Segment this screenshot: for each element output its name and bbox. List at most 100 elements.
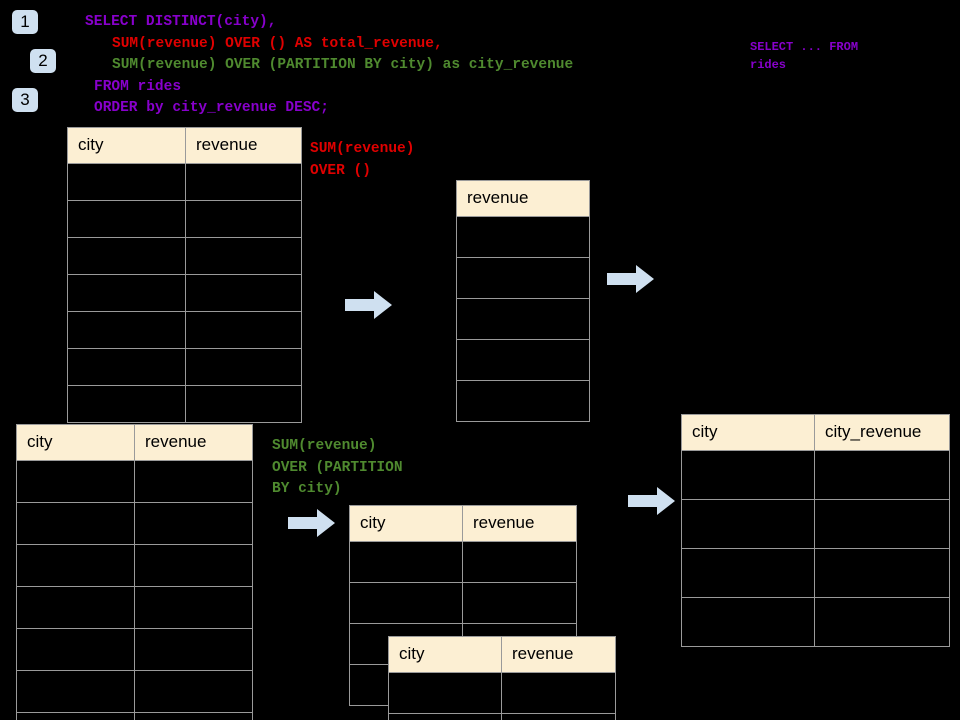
table-cell-empty [16,586,135,629]
table-cell-empty [462,541,577,583]
flow-arrow-partition-to-result [628,486,676,516]
sql-line-5: ORDER by city_revenue DESC; [94,100,329,116]
table-cell-empty [67,348,186,386]
table-cell-empty [134,628,253,671]
sql-line-3: SUM(revenue) OVER (PARTITION BY city) as… [112,57,574,73]
table-row [67,274,302,312]
sql-line-1: SELECT DISTINCT(city), [85,14,277,30]
table-row [388,713,616,720]
column-header-revenue: revenue [462,505,577,542]
table-cell-empty [185,274,302,312]
table-row [67,163,302,201]
table-row [349,541,577,583]
table-cell-empty [16,544,135,587]
sql-query-block: SELECT DISTINCT(city), SUM(revenue) OVER … [85,12,573,120]
table-row [16,460,253,503]
flow-arrow-source-to-total [345,290,393,320]
table-row [681,597,950,647]
table-total-revenue: revenue [456,180,590,422]
table-row [456,216,590,258]
table-row [681,450,950,500]
column-header-city: city [67,127,186,164]
annotation-sum-over-partition: SUM(revenue) OVER (PARTITION BY city) [272,438,403,497]
table-cell-empty [681,499,815,549]
table-cell-empty [67,274,186,312]
table-cell-empty [16,628,135,671]
table-cell-empty [814,597,950,647]
table-row [681,548,950,598]
table-cell-empty [185,385,302,423]
table-row [16,712,253,720]
table-cell-empty [681,548,815,598]
column-header-city: city [16,424,135,461]
table-row [16,628,253,671]
table-cell-empty [349,541,463,583]
table-row [456,380,590,422]
table-cell-empty [681,597,815,647]
table-cell-empty [16,670,135,713]
flow-arrow-source-to-partition [288,508,336,538]
table-cell-empty [67,311,186,349]
step-badge-3: 3 [12,88,38,112]
table-cell-empty [67,200,186,238]
table-cell-empty [134,502,253,545]
table-header-row: revenue [456,180,590,217]
flow-arrow-total-to-result [607,264,655,294]
table-cell-empty [185,237,302,275]
table-row [16,586,253,629]
table-cell-empty [185,311,302,349]
column-header-revenue: revenue [501,636,616,673]
table-row [67,311,302,349]
annotation-select-from: SELECT ... FROM rides [750,40,859,72]
column-header-city_revenue: city_revenue [814,414,950,451]
column-header-city: city [388,636,502,673]
table-row [67,385,302,423]
table-cell-empty [185,163,302,201]
column-header-revenue: revenue [134,424,253,461]
table-row [681,499,950,549]
table-cell-empty [134,670,253,713]
column-header-revenue: revenue [456,180,590,217]
table-cell-empty [134,460,253,503]
table-row [456,298,590,340]
table-row [16,502,253,545]
step-badge-2: 2 [30,49,56,73]
table-cell-empty [349,582,463,624]
table-cell-empty [16,712,135,720]
table-row [349,582,577,624]
column-header-city: city [681,414,815,451]
table-cell-empty [134,712,253,720]
table-cell-empty [185,200,302,238]
table-cell-empty [456,339,590,381]
table-cell-empty [456,298,590,340]
table-cell-empty [185,348,302,386]
column-header-city: city [349,505,463,542]
table-cell-empty [67,385,186,423]
table-cell-empty [681,450,815,500]
table-cell-empty [67,237,186,275]
table-cell-empty [501,672,616,714]
sql-line-2: SUM(revenue) OVER () AS total_revenue, [112,35,443,52]
table-row [67,200,302,238]
table-cell-empty [501,713,616,720]
sql-line-4: FROM rides [94,78,182,95]
table-cell-empty [67,163,186,201]
table-cell-empty [814,450,950,500]
table-row [16,544,253,587]
table-cell-empty [456,257,590,299]
table-row [67,237,302,275]
table-cell-empty [16,460,135,503]
table-row [456,257,590,299]
table-cell-empty [462,582,577,624]
annotation-sum-over-empty: SUM(revenue) OVER () [310,141,415,179]
